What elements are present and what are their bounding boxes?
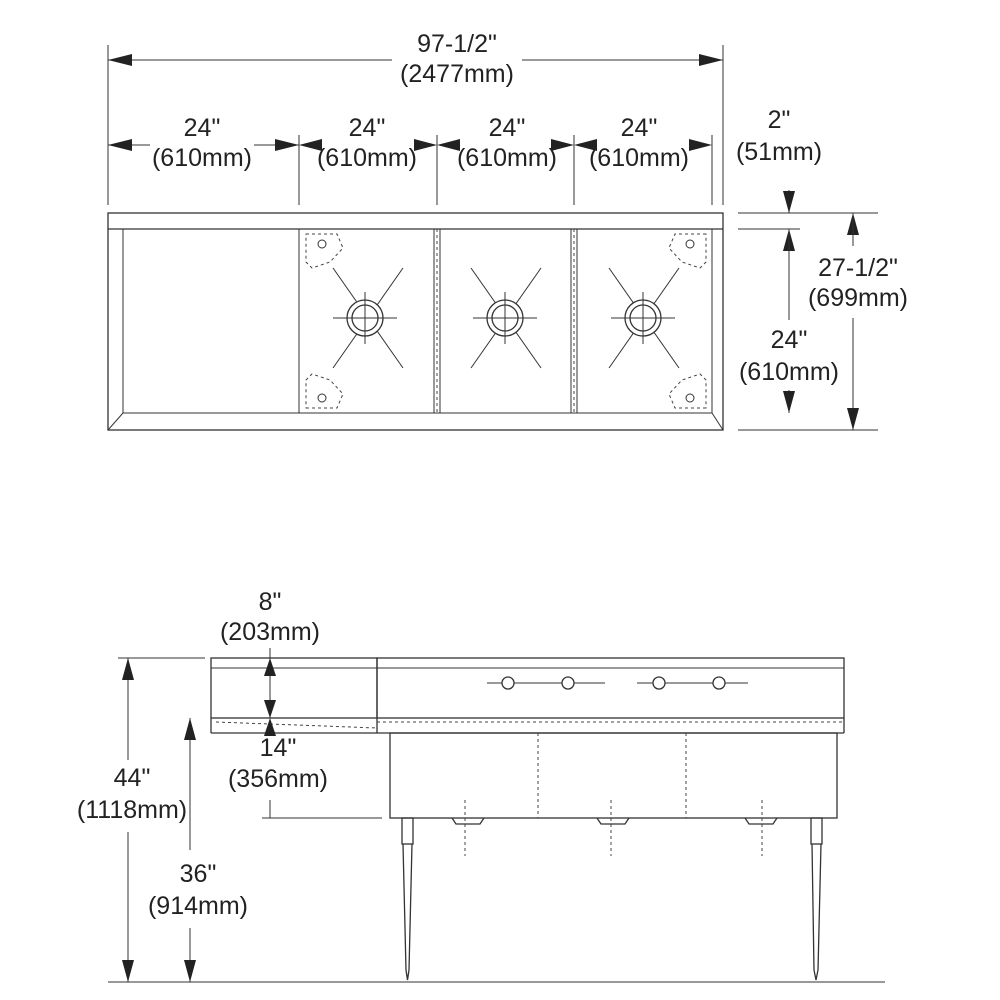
drain-outlets [451, 800, 778, 856]
rim-height-dimension: 36" (914mm) [148, 718, 248, 982]
bowl-2 [439, 228, 572, 414]
bowl-1 [298, 228, 435, 414]
front-view: 8" (203mm) 14" (356mm) 44" (1118mm) [77, 588, 885, 983]
backsplash-height-imperial: 8" [259, 588, 282, 616]
bowl-3 [576, 228, 713, 414]
depth-dimensions: 2" (51mm) 24" (610mm) 27-1/2" (699mm) [736, 106, 908, 431]
backsplash-depth-metric: (51mm) [736, 138, 822, 166]
backsplash-height-metric: (203mm) [220, 618, 320, 646]
bowl-depth-imperial: 24" [771, 326, 808, 354]
backsplash-depth-imperial: 2" [768, 106, 791, 134]
bowl-height-dimension: 14" (356mm) [228, 718, 382, 819]
bowl3-width-imperial: 24" [621, 114, 658, 142]
bowl-backsplash [376, 657, 845, 719]
overall-depth-metric: (699mm) [808, 284, 908, 312]
overall-height-imperial: 44" [114, 764, 151, 792]
bowl-depth-metric: (610mm) [739, 358, 839, 386]
overall-height-dimension: 44" (1118mm) [77, 657, 205, 982]
bowl2-width-metric: (610mm) [457, 144, 557, 172]
faucet-holes [487, 676, 748, 690]
bowl2-width-imperial: 24" [489, 114, 526, 142]
sink-top-outline [107, 212, 724, 431]
overall-length-metric: (2477mm) [400, 60, 514, 88]
drainboard-width-metric: (610mm) [152, 144, 252, 172]
rim-height-imperial: 36" [180, 860, 217, 888]
section-width-dimensions: 24" (610mm) 24" (610mm) 24" (610mm) 24" … [108, 114, 713, 205]
bowl-height-imperial: 14" [260, 734, 297, 762]
bowl-height-metric: (356mm) [228, 765, 328, 793]
bowl1-width-imperial: 24" [349, 114, 386, 142]
bowl3-width-metric: (610mm) [589, 144, 689, 172]
drainboard-width-imperial: 24" [184, 114, 221, 142]
legs [401, 817, 823, 981]
overall-depth-imperial: 27-1/2" [818, 254, 898, 282]
bowl1-width-metric: (610mm) [317, 144, 417, 172]
overall-height-metric: (1118mm) [77, 796, 187, 824]
bowl-body [389, 732, 838, 819]
overall-length-imperial: 97-1/2" [417, 30, 497, 58]
backsplash-height-dimension: 8" (203mm) [220, 588, 320, 718]
drainboard-backsplash [210, 657, 378, 719]
plan-view: 97-1/2" (2477mm) 24" (610mm) 24" (610mm)… [107, 27, 908, 431]
rim-height-metric: (914mm) [148, 892, 248, 920]
overall-length-dimension: 97-1/2" (2477mm) [107, 27, 724, 205]
